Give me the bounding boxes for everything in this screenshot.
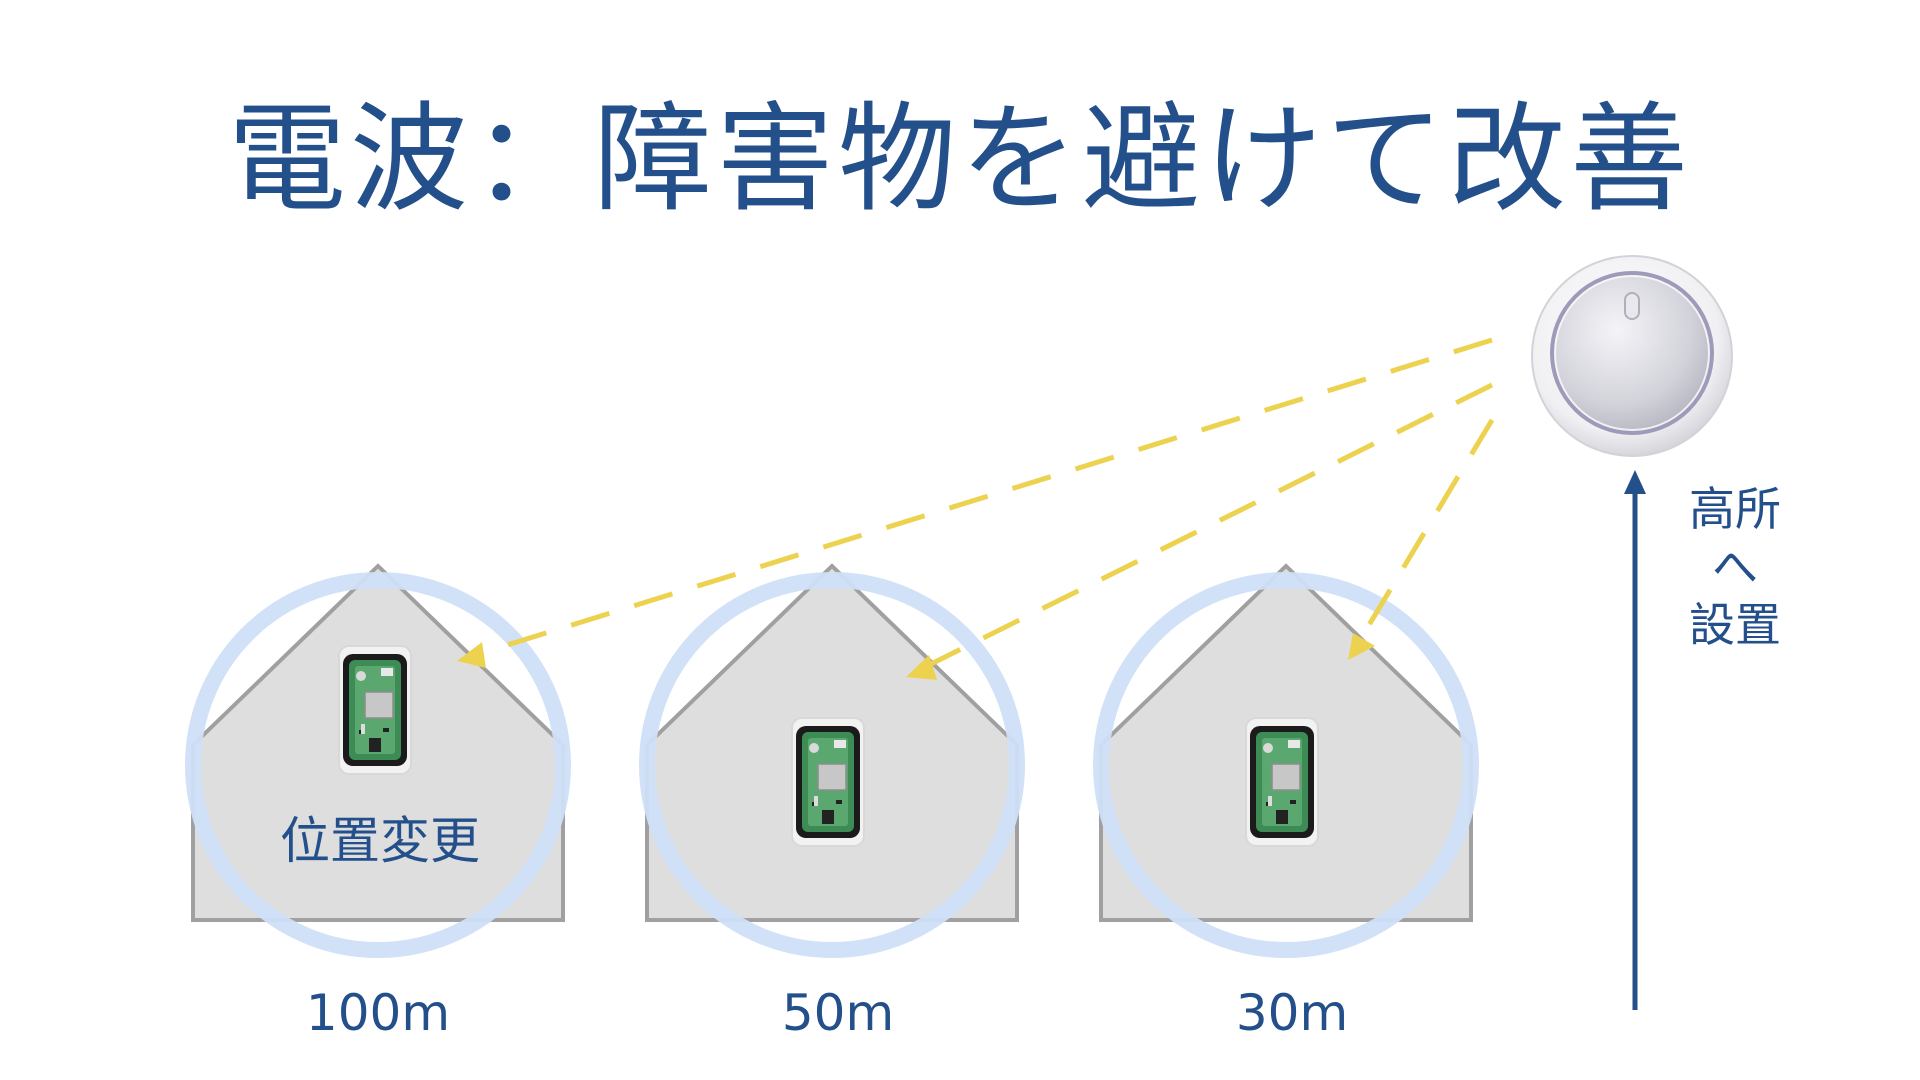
round-gateway-device-icon [1531, 255, 1733, 457]
signal-lines [474, 337, 1495, 670]
height-label-line-2: へ [1712, 540, 1758, 594]
height-label-line-3: 設置 [1689, 598, 1781, 652]
distance-label-50m: 50m [782, 984, 894, 1042]
sensor-board-icon-2 [791, 717, 865, 847]
house-1-caption: 位置変更 [280, 812, 480, 870]
height-label-line-1: 高所 [1689, 482, 1781, 536]
sensor-board-icon-3 [1245, 717, 1319, 847]
distance-label-30m: 30m [1236, 984, 1348, 1042]
distance-label-100m: 100m [306, 984, 450, 1042]
height-install-label: 高所 へ 設置 [1660, 480, 1810, 654]
coverage-ring-1 [185, 572, 571, 958]
page-title: 電波：障害物を避けて改善 [227, 90, 1692, 228]
coverage-ring-3 [1093, 572, 1479, 958]
coverage-ring-2 [639, 572, 1025, 958]
signal-arrowheads [457, 633, 1375, 680]
height-arrow [1624, 470, 1646, 1010]
sensor-board-icon-1 [338, 645, 412, 775]
